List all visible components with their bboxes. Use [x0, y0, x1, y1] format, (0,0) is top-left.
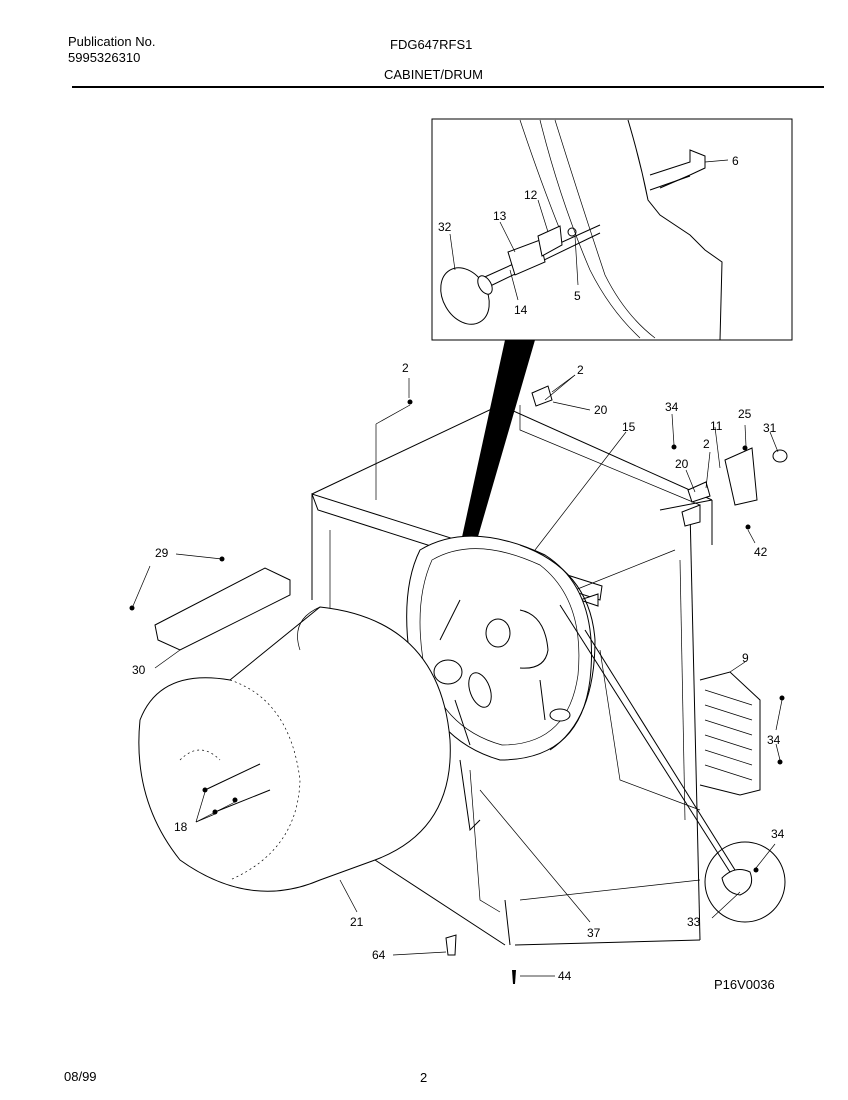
- callout-42: 42: [754, 545, 768, 559]
- callout-37: 37: [587, 926, 601, 940]
- callout-34-mid: 34: [767, 733, 781, 747]
- callout-44: 44: [558, 969, 572, 983]
- callout-2-top: 2: [577, 363, 584, 377]
- publication-number: 5995326310: [68, 50, 141, 65]
- page-number: 2: [420, 1070, 428, 1085]
- callout-12: 12: [524, 188, 538, 202]
- callout-25: 25: [738, 407, 752, 421]
- callout-18: 18: [174, 820, 188, 834]
- drum: [138, 606, 451, 892]
- callout-33: 33: [687, 915, 701, 929]
- callout-32: 32: [438, 220, 452, 234]
- callout-64: 64: [372, 948, 386, 962]
- leader-lines: [132, 374, 783, 977]
- callout-9: 9: [742, 651, 749, 665]
- callout-20-right: 20: [675, 457, 689, 471]
- callout-34-top: 34: [665, 400, 679, 414]
- callout-30: 30: [132, 663, 146, 677]
- callout-21: 21: [350, 915, 364, 929]
- callout-13: 13: [493, 209, 507, 223]
- bulkhead: [406, 535, 596, 832]
- callout-31: 31: [763, 421, 777, 435]
- fasteners: [129, 399, 788, 984]
- front-trim-panel: [154, 567, 291, 651]
- drive-belt: [559, 604, 736, 881]
- callout-29: 29: [155, 546, 169, 560]
- callout-2-right: 2: [703, 437, 710, 451]
- header-rule: [72, 86, 824, 88]
- callout-2-left: 2: [402, 361, 409, 375]
- motor-inset: [704, 841, 786, 923]
- inset-detail: [431, 118, 793, 341]
- diagram-code: P16V0036: [714, 977, 775, 992]
- callout-34-motor: 34: [771, 827, 785, 841]
- footer-date: 08/99: [64, 1069, 97, 1084]
- model-number: FDG647RFS1: [390, 37, 473, 52]
- callout-14: 14: [514, 303, 528, 317]
- callout-labels: 6 12 13 32 5 14 2 2 20 34 15 11 25 31 2 …: [132, 154, 785, 983]
- callout-6: 6: [732, 154, 739, 168]
- callout-20-top: 20: [594, 403, 608, 417]
- callout-5: 5: [574, 289, 581, 303]
- callout-15: 15: [622, 420, 636, 434]
- publication-label: Publication No.: [68, 34, 156, 49]
- section-title: CABINET/DRUM: [384, 67, 483, 82]
- callout-11: 11: [710, 419, 723, 433]
